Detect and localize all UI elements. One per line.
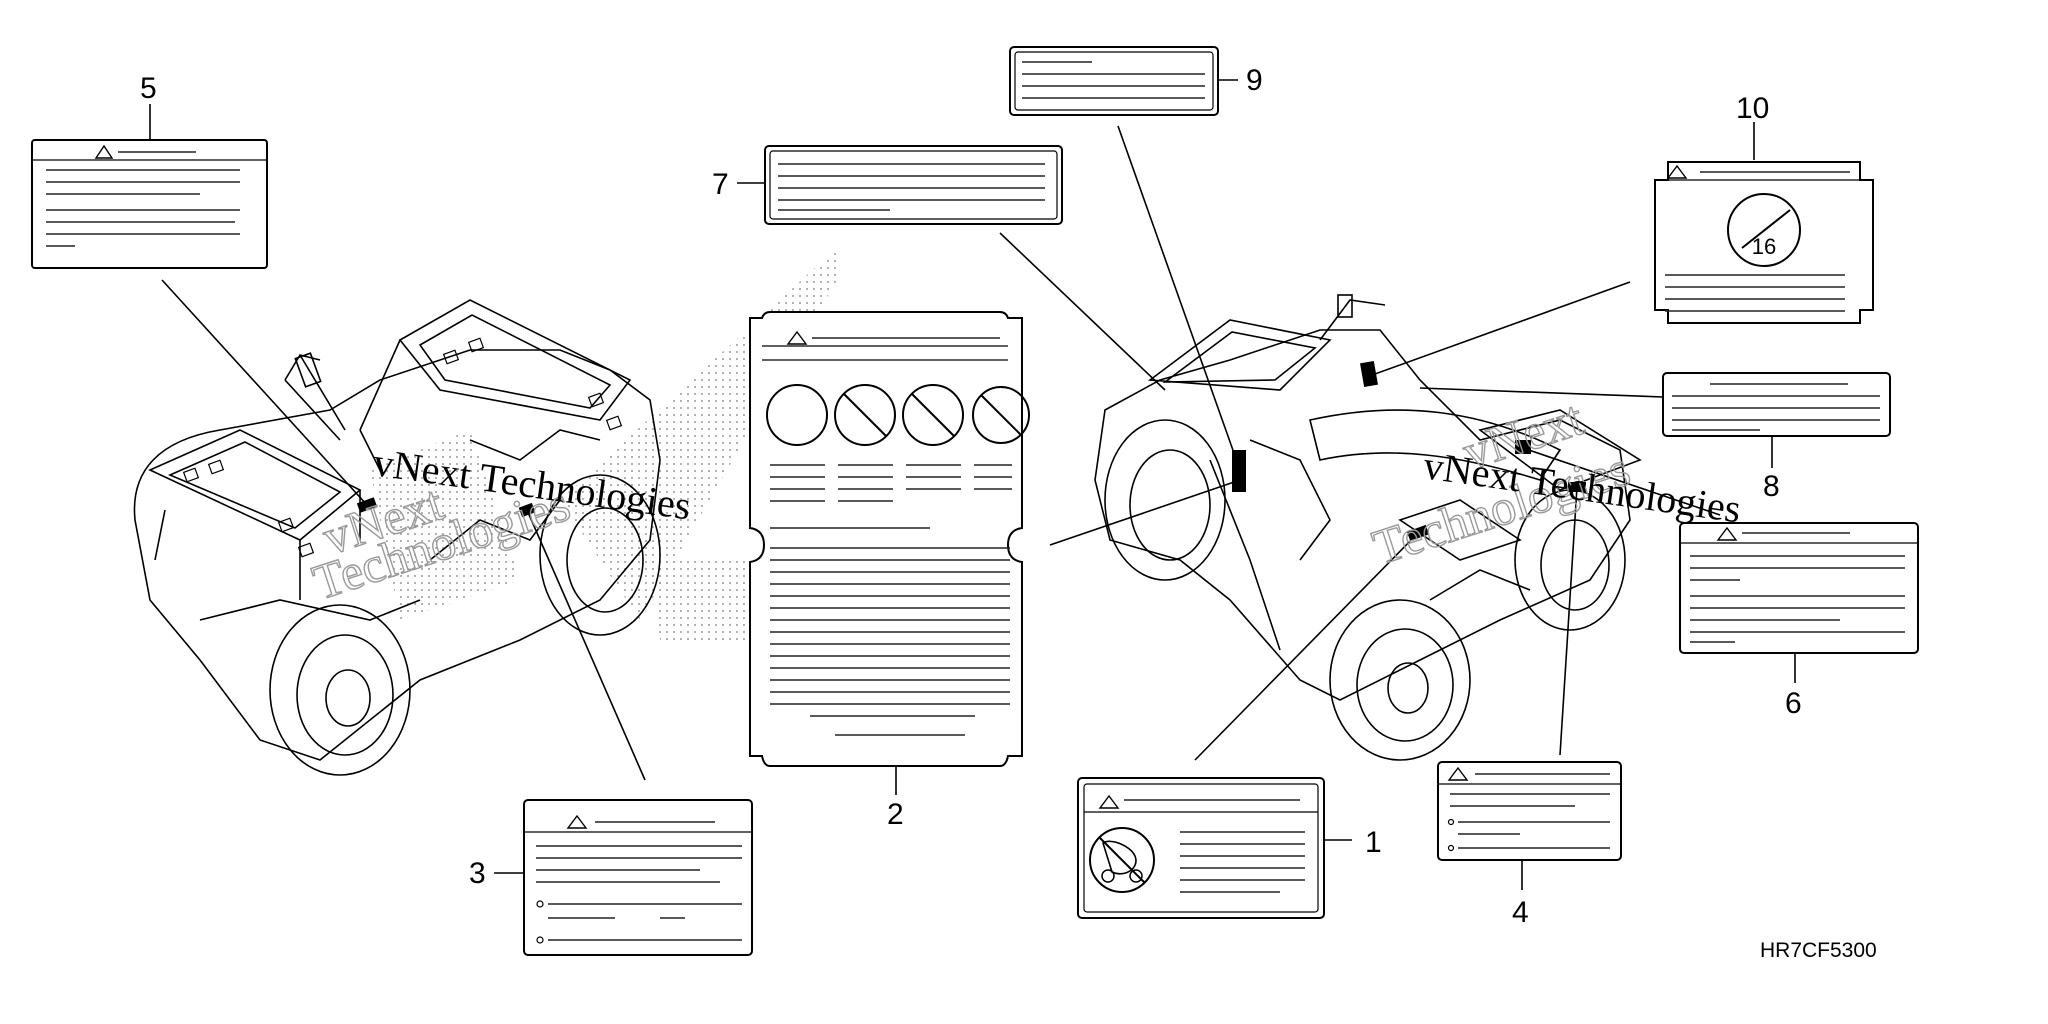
label-5: [31, 139, 268, 269]
part-code: HR7CF5300: [1760, 939, 1877, 962]
callout-5: 5: [140, 72, 157, 105]
callout-1: 1: [1365, 826, 1382, 859]
leader-lines: [149, 79, 1796, 890]
callout-numbers: 1 2 3 4 5 6 7 8 9 10: [140, 64, 1802, 929]
label-3: [523, 799, 753, 956]
label-1: [1077, 777, 1325, 919]
left-atv-illustration: [133, 299, 661, 776]
label-7: [764, 145, 1063, 225]
label-6: [1679, 522, 1919, 654]
age-badge: 16: [1752, 234, 1776, 259]
label-4: [1437, 761, 1622, 861]
callout-2: 2: [887, 798, 904, 831]
label-9: [1009, 46, 1219, 116]
label-8: [1662, 372, 1891, 437]
callout-3: 3: [469, 857, 486, 890]
label-2: [749, 311, 1030, 767]
callout-10: 10: [1736, 92, 1769, 125]
label-10: 16: [1654, 161, 1874, 324]
callout-4: 4: [1512, 896, 1529, 929]
right-atv-illustration: [1094, 294, 1642, 761]
callout-6: 6: [1785, 687, 1802, 720]
callout-8: 8: [1763, 470, 1780, 503]
callout-7: 7: [712, 168, 729, 201]
callout-9: 9: [1246, 64, 1263, 97]
